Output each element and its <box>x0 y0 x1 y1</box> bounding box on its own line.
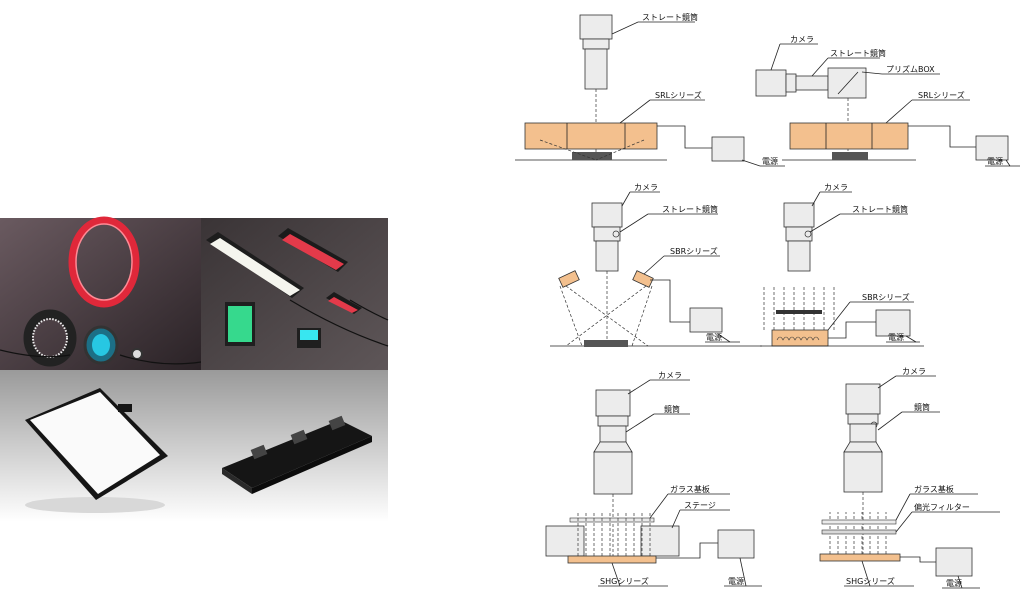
diagram-shg-polarizer: カメラ 鏡筒 ガラス基板 偏光フィルター SHGシリーズ 電源 <box>819 367 1000 589</box>
label-camera: カメラ <box>824 183 848 192</box>
power-box <box>689 307 723 333</box>
shg-light <box>819 553 901 562</box>
srl-light <box>524 122 658 150</box>
power-box <box>711 136 745 162</box>
label-straight-tube: ストレート鏡筒 <box>830 48 886 58</box>
label-power: 電源 <box>762 157 778 166</box>
power-box <box>717 529 755 559</box>
diagram-shg-stage: カメラ 鏡筒 ガラス基板 ステージ SHGシリーズ 電源 <box>545 371 762 587</box>
label-straight-tube: ストレート鏡筒 <box>662 204 718 214</box>
label-shg-series: SHGシリーズ <box>600 576 649 586</box>
label-straight-tube: ストレート鏡筒 <box>852 204 908 214</box>
camera-box <box>755 69 787 97</box>
label-glass-substrate: ガラス基板 <box>670 484 710 494</box>
glass-substrate <box>569 517 655 523</box>
label-camera: カメラ <box>658 371 682 380</box>
sbr-light-right <box>632 270 654 288</box>
label-lens-tube: 鏡筒 <box>914 402 930 412</box>
label-shg-series: SHGシリーズ <box>846 576 895 586</box>
camera-box <box>845 383 881 415</box>
label-sbr-series: SBRシリーズ <box>670 246 718 256</box>
camera-box <box>591 202 623 228</box>
camera-box <box>783 202 815 228</box>
stage-right <box>640 525 680 557</box>
lens-tube <box>599 425 627 443</box>
power-box <box>975 135 1009 161</box>
label-power: 電源 <box>888 333 904 342</box>
shg-light <box>567 555 657 564</box>
label-srl-series: SRLシリーズ <box>655 90 702 100</box>
line-light-unit-photo <box>201 370 388 522</box>
label-camera: カメラ <box>790 35 814 44</box>
label-polarizing-filter: 偏光フィルター <box>914 502 970 512</box>
srl-light <box>789 122 909 150</box>
power-box <box>875 309 911 337</box>
prism-box <box>827 67 867 99</box>
straight-tube <box>795 75 829 91</box>
label-power: 電源 <box>728 577 744 586</box>
label-glass-substrate: ガラス基板 <box>914 484 954 494</box>
glass-substrate <box>821 519 897 525</box>
diagram-srl-straight: ストレート鏡筒 SRLシリーズ 電源 <box>515 12 785 167</box>
sbr-light-left <box>558 270 580 288</box>
camera-box <box>595 389 631 417</box>
label-srl-series: SRLシリーズ <box>918 90 965 100</box>
label-power: 電源 <box>946 579 962 588</box>
label-lens-tube: 鏡筒 <box>664 404 680 414</box>
label-sbr-series: SBRシリーズ <box>862 292 910 302</box>
ring-lights-photo <box>0 216 202 370</box>
straight-tube <box>595 240 619 272</box>
photo-collage <box>0 216 389 522</box>
power-box <box>935 547 973 577</box>
diagram-srl-prism: カメラ ストレート鏡筒 プリズムBOX SRLシリーズ 電源 <box>755 35 1020 167</box>
label-power: 電源 <box>706 333 722 342</box>
light-arrows <box>763 286 835 330</box>
label-stage: ステージ <box>684 501 716 510</box>
label-camera: カメラ <box>902 367 926 376</box>
light-arrows <box>577 512 651 556</box>
camera-box <box>579 14 613 40</box>
label-prism-box: プリズムBOX <box>886 64 935 74</box>
straight-tube <box>584 48 608 90</box>
panel-light-photo <box>0 370 201 522</box>
label-power: 電源 <box>987 157 1003 166</box>
bar-lights-photo <box>201 218 389 370</box>
label-straight-tube: ストレート鏡筒 <box>642 12 698 22</box>
polarizing-filter <box>821 529 897 535</box>
diagram-sbr-angled: カメラ ストレート鏡筒 SBRシリーズ 電源 <box>550 183 762 347</box>
lens-tube <box>849 423 877 443</box>
label-camera: カメラ <box>634 183 658 192</box>
straight-tube <box>787 240 811 272</box>
diagram-sbr-backlight: カメラ ストレート鏡筒 SBRシリーズ 電源 <box>760 183 924 347</box>
